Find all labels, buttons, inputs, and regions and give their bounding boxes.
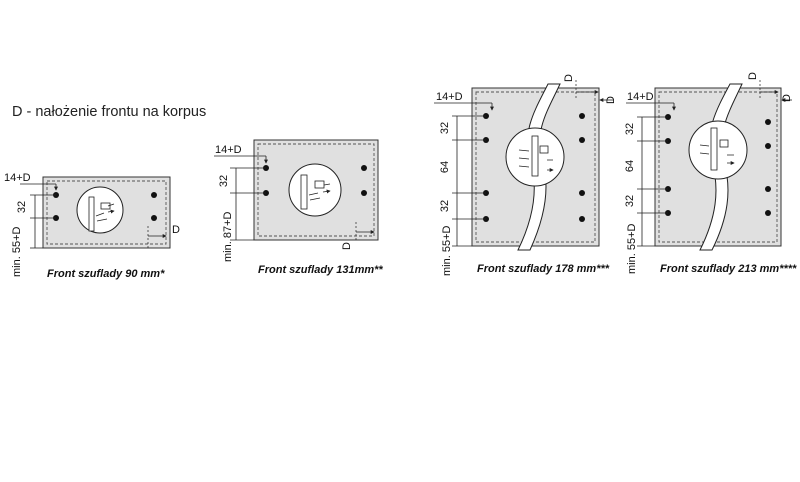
dim-32: 32	[624, 195, 636, 207]
hole	[579, 113, 585, 119]
fixing-detail-icon	[699, 127, 734, 171]
dim-min87: min. 87+D	[222, 212, 234, 262]
diagram-front-90: 14+D 32 min. 55+D D Front szuflady 90 mm…	[4, 172, 180, 280]
panel-inner-outline	[257, 143, 375, 237]
hole	[151, 215, 157, 221]
dim-32: 32	[439, 200, 451, 212]
dim-d: D	[341, 242, 353, 250]
hole	[361, 165, 367, 171]
hole	[151, 192, 157, 198]
dim-d: D	[563, 74, 575, 82]
dim-32: 32	[16, 201, 28, 213]
hole	[579, 216, 585, 222]
panel-inner-outline	[46, 180, 167, 245]
dim-64: 64	[624, 160, 636, 172]
dim-14d: 14+D	[436, 91, 463, 103]
panel-inner-outline	[475, 91, 596, 243]
hole	[765, 119, 771, 125]
dim-14d: 14+D	[4, 172, 31, 184]
diagram-front-178: 14+D 32 64 32 min. 55+D D D Front szufla…	[434, 74, 617, 276]
dim-d: D	[605, 96, 617, 104]
dim-32: 32	[439, 122, 451, 134]
dim-32: 32	[218, 175, 230, 187]
fixing-detail-icon	[88, 196, 114, 232]
hole	[765, 143, 771, 149]
dim-min55: min. 55+D	[626, 224, 638, 274]
fixing-detail-icon	[518, 135, 553, 177]
dim-64: 64	[439, 161, 451, 173]
dim-d: D	[747, 72, 759, 80]
detail-zoom-circle	[688, 120, 748, 180]
fixing-detail-icon	[300, 174, 330, 210]
detail-zoom-circle	[288, 163, 342, 217]
dim-min55: min. 55+D	[11, 227, 23, 277]
caption-front-90: Front szuflady 90 mm*	[47, 268, 165, 280]
detail-zoom-circle	[76, 186, 124, 234]
dim-32: 32	[624, 123, 636, 135]
dim-d: D	[172, 224, 180, 236]
caption-front-178: Front szuflady 178 mm***	[477, 263, 610, 275]
panel-inner-outline	[658, 91, 778, 243]
caption-front-131: Front szuflady 131mm**	[258, 264, 383, 276]
diagram-front-213: 14+D 32 64 32 min. 55+D D D Front szufla…	[624, 72, 797, 275]
dim-d: D	[781, 94, 793, 102]
dim-min55: min. 55+D	[441, 226, 453, 276]
legend-text: D - nałożenie frontu na korpus	[12, 104, 207, 120]
hole	[579, 137, 585, 143]
hole	[361, 190, 367, 196]
caption-front-213: Front szuflady 213 mm****	[660, 263, 797, 275]
hole	[765, 186, 771, 192]
dim-14d: 14+D	[215, 144, 242, 156]
dim-14d: 14+D	[627, 91, 654, 103]
hole	[579, 190, 585, 196]
hole	[765, 210, 771, 216]
diagram-front-131: 14+D 32 min. 87+D D Front szuflady 131mm…	[214, 139, 383, 276]
